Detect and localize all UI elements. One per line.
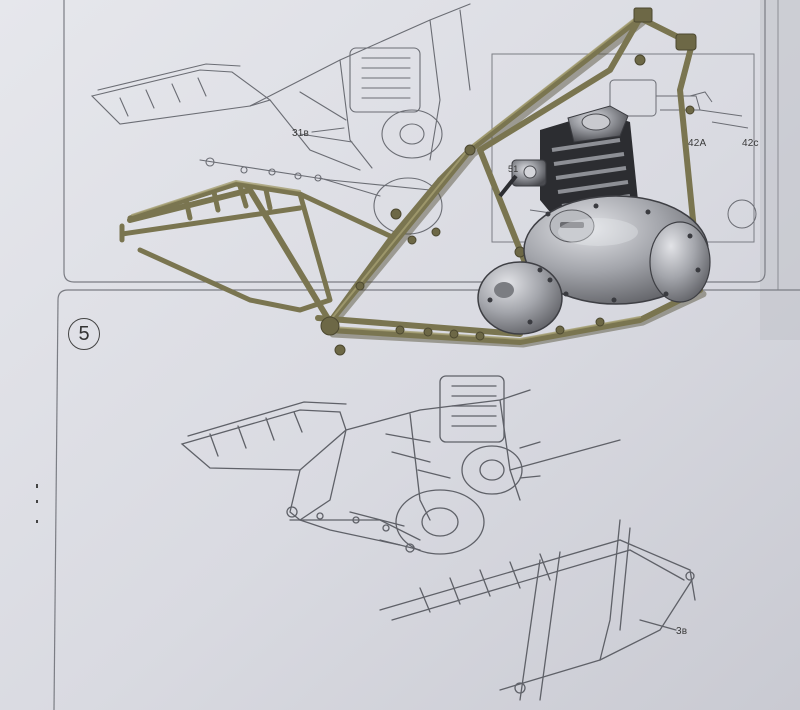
model-engine [477,105,711,335]
part-label-51: 51 [508,164,519,174]
part-label-3b: 3в [676,626,688,637]
top-panel-line-art [90,3,471,235]
sheet-right-edge-shadow [760,0,800,340]
step5-line-art [180,375,696,701]
model-frame [119,7,707,356]
panel-borders [53,0,800,710]
part-label-31b: 31в [292,128,310,139]
part-label-42c: 42c [742,138,759,149]
margin-marks [36,484,38,523]
step-number: 5 [68,318,100,350]
part-label-42a: 42A [688,138,707,149]
